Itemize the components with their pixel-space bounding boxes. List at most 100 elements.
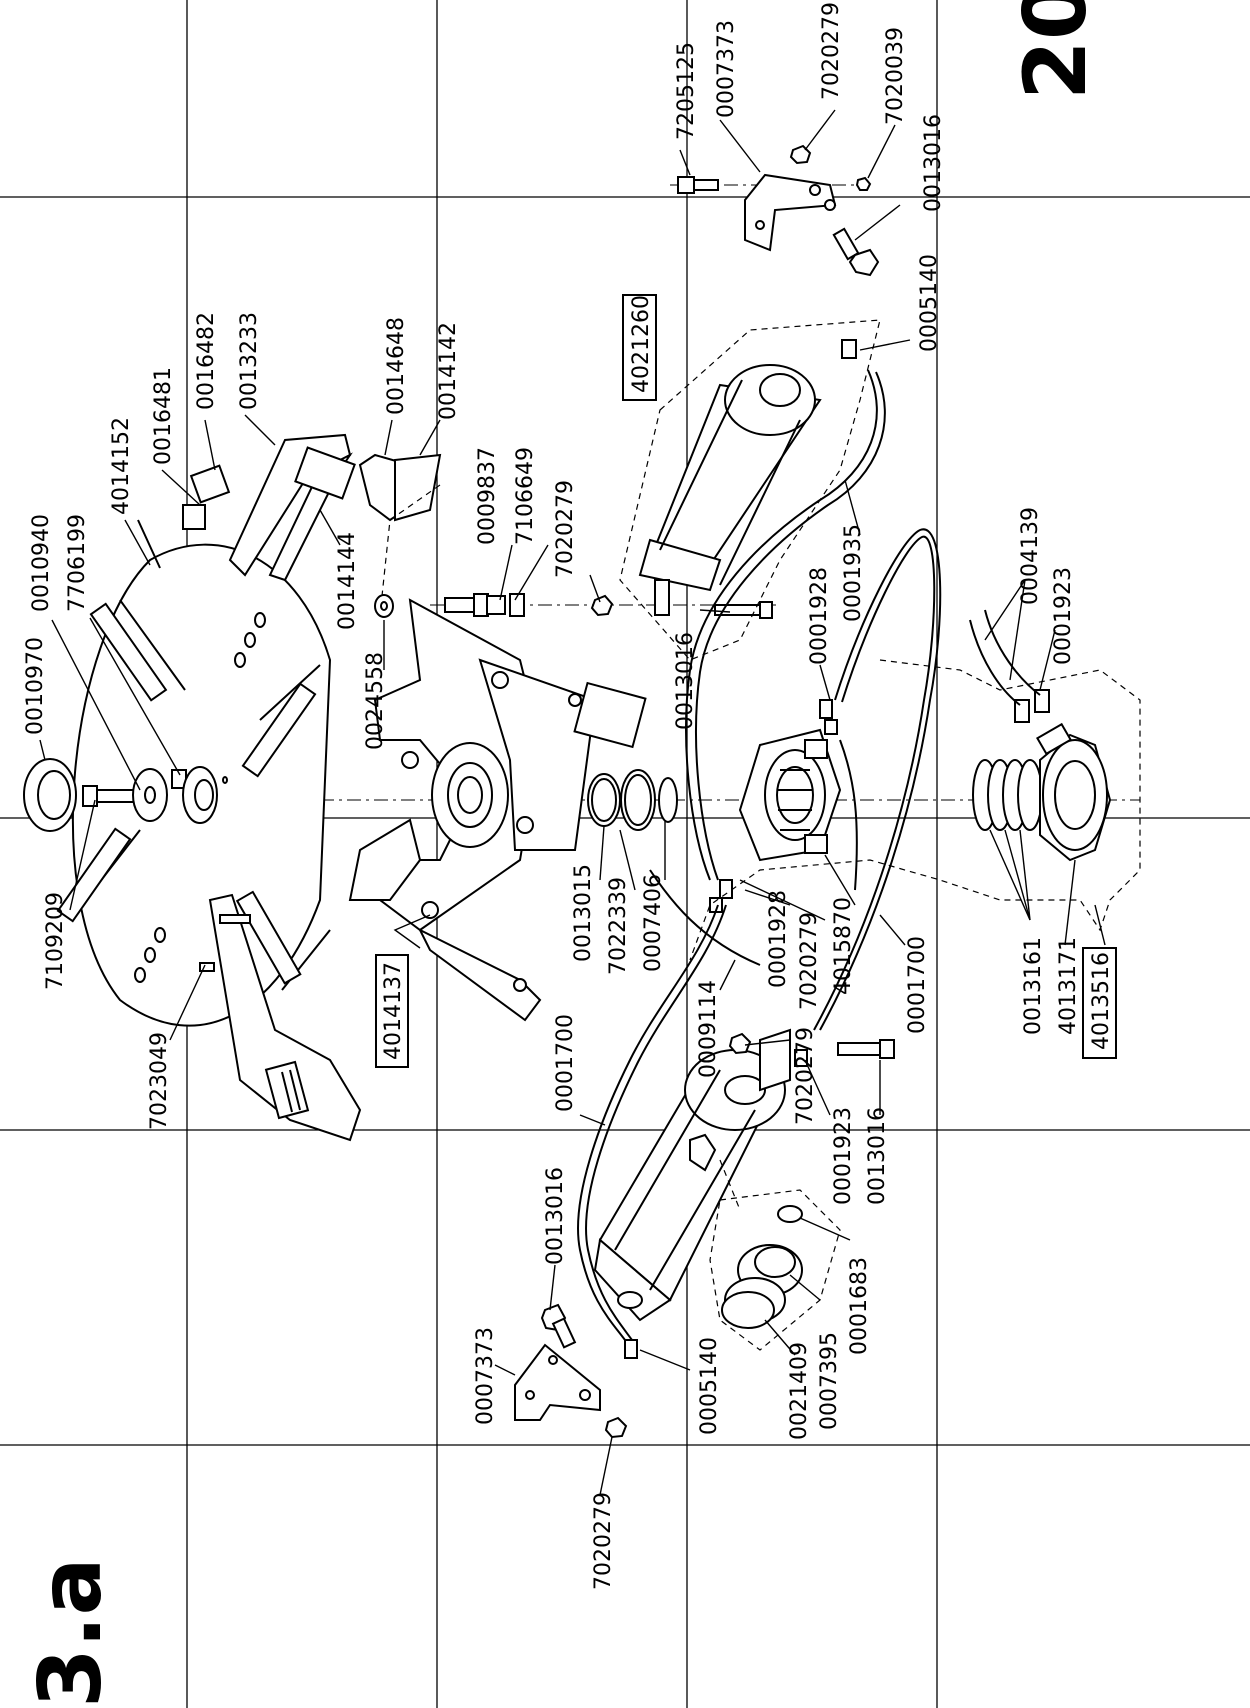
part-number-label: 7020279: [797, 912, 822, 1010]
part-number-label: 0001923: [1051, 567, 1076, 665]
part-number-label: 4015870: [831, 897, 856, 995]
part-number-label: 0013016: [865, 1107, 890, 1205]
part-number-label: 7020279: [591, 1492, 616, 1590]
boxed-part-number: 4014137: [381, 962, 406, 1060]
part-number-label: 0001928: [807, 567, 832, 665]
part-number-label: 0007406: [641, 874, 666, 972]
spring-assembly: [972, 722, 1112, 862]
part-number-label: 4014152: [109, 417, 134, 515]
part-number-label: 0014648: [384, 317, 409, 415]
bottom-nut: [604, 1416, 628, 1439]
part-number-label: 0024558: [363, 652, 388, 750]
boxed-part-number-frame: [1082, 947, 1117, 1059]
part-number-label: 0001923: [831, 1107, 856, 1205]
hose-lower-left: [577, 904, 719, 1341]
bearing-rings: [587, 769, 678, 831]
hose-long-right-2: [813, 535, 936, 1031]
part-number-label: 7020279: [819, 2, 844, 100]
hose-spring-1: [969, 619, 1021, 706]
washer: [374, 594, 394, 618]
part-number-label: 0013015: [571, 864, 596, 962]
clamp-bracket: [358, 453, 442, 522]
part-number-label: 0001935: [841, 524, 866, 622]
hose-0009114: [649, 869, 761, 966]
part-number-label: 0001700: [553, 1014, 578, 1112]
hose-upper: [685, 369, 878, 881]
part-number-label: 0016481: [151, 367, 176, 465]
rotary-union: [738, 728, 842, 862]
top-bracket: [744, 173, 837, 252]
upper-hydraulic-cylinder: [638, 364, 822, 616]
bottom-bolt: [540, 1303, 577, 1349]
spider-frame: [348, 598, 647, 1022]
part-number-label: 0013016: [921, 114, 946, 212]
hose-long-right: [819, 528, 942, 1031]
hub-washer: [132, 768, 168, 822]
size-code-label: 20": [1006, 0, 1106, 100]
boxed-part-number: 4021260: [629, 295, 654, 393]
part-number-label: 0016482: [194, 312, 219, 410]
part-number-label: 7020279: [793, 1027, 818, 1125]
part-number-label: 0005140: [697, 1337, 722, 1435]
hub-cap: [23, 758, 77, 832]
union-kit-outline: [689, 659, 1141, 961]
lower-cylinder-bolt: [837, 1039, 895, 1059]
hub-bushing: [182, 766, 218, 824]
part-number-label: 0001700: [905, 936, 930, 1034]
part-number-label: 7106649: [513, 447, 538, 545]
part-number-label: 7205125: [674, 42, 699, 140]
part-number-label: 0013233: [237, 312, 262, 410]
part-number-label: 0013016: [673, 632, 698, 730]
part-number-label: 0013161: [1021, 937, 1046, 1035]
part-number-label: 0007395: [817, 1332, 842, 1430]
part-number-label: 0001683: [847, 1257, 872, 1355]
part-number-label: 0001928: [766, 890, 791, 988]
top-bolt: [677, 176, 719, 194]
cylinder-bolt: [714, 601, 773, 619]
boxed-part-number-frame: [622, 294, 657, 401]
part-number-labels: 0010970 0010940 7706199 7109209 7023049 …: [23, 2, 1117, 1590]
part-number-label: 0010940: [29, 514, 54, 612]
part-number-label: 0009837: [475, 447, 500, 545]
part-number-label: 7020279: [553, 480, 578, 578]
part-number-label: 7023049: [147, 1032, 172, 1130]
part-number-label: 7022339: [606, 877, 631, 975]
lower-hydraulic-cylinder: [593, 1028, 791, 1322]
boxed-part-number: 4013516: [1089, 952, 1114, 1050]
hose-fittings: [709, 689, 1050, 913]
lower-cylinder-nut: [728, 1032, 752, 1055]
part-number-label: 0014144: [335, 532, 360, 630]
cylinder-nut: [590, 594, 614, 617]
part-number-label: 0013016: [543, 1167, 568, 1265]
hose-upper-2: [695, 371, 886, 881]
lower-blade-holder: [199, 893, 362, 1142]
part-number-label: 0021409: [787, 1342, 812, 1440]
part-number-label: 0007373: [473, 1327, 498, 1425]
part-number-label: 7020039: [883, 27, 908, 125]
assembly-hint-line: [379, 484, 441, 616]
part-number-label: 7109209: [43, 892, 68, 990]
part-number-label: 0004139: [1018, 507, 1043, 605]
piston-seal-kit: [721, 1205, 803, 1329]
top-nut: [789, 144, 812, 165]
hose-center-right: [839, 739, 858, 891]
hub-bolt: [82, 785, 140, 807]
part-number-label: 0014142: [436, 322, 461, 420]
bottom-bracket: [514, 1343, 601, 1421]
upper-blade-holder: [182, 433, 356, 582]
seal-kit-outline: [709, 1189, 841, 1351]
part-number-label: 0007373: [714, 20, 739, 118]
page-code-label: 3.a: [21, 1557, 121, 1708]
pivot-bolt: [444, 593, 525, 617]
upper-elbow-fitting: [841, 339, 857, 359]
part-number-label: 7706199: [65, 514, 90, 612]
part-number-label: 4013171: [1056, 937, 1081, 1035]
hose-lower-left-2: [585, 904, 727, 1341]
top-small-nut: [855, 176, 872, 191]
part-number-label: 0005140: [917, 254, 942, 352]
hose-spring-2: [984, 609, 1041, 696]
leader-lines: [39, 109, 1106, 1496]
seal-kit-pointer: [719, 1159, 741, 1211]
boxed-part-number-frame: [375, 954, 409, 1068]
